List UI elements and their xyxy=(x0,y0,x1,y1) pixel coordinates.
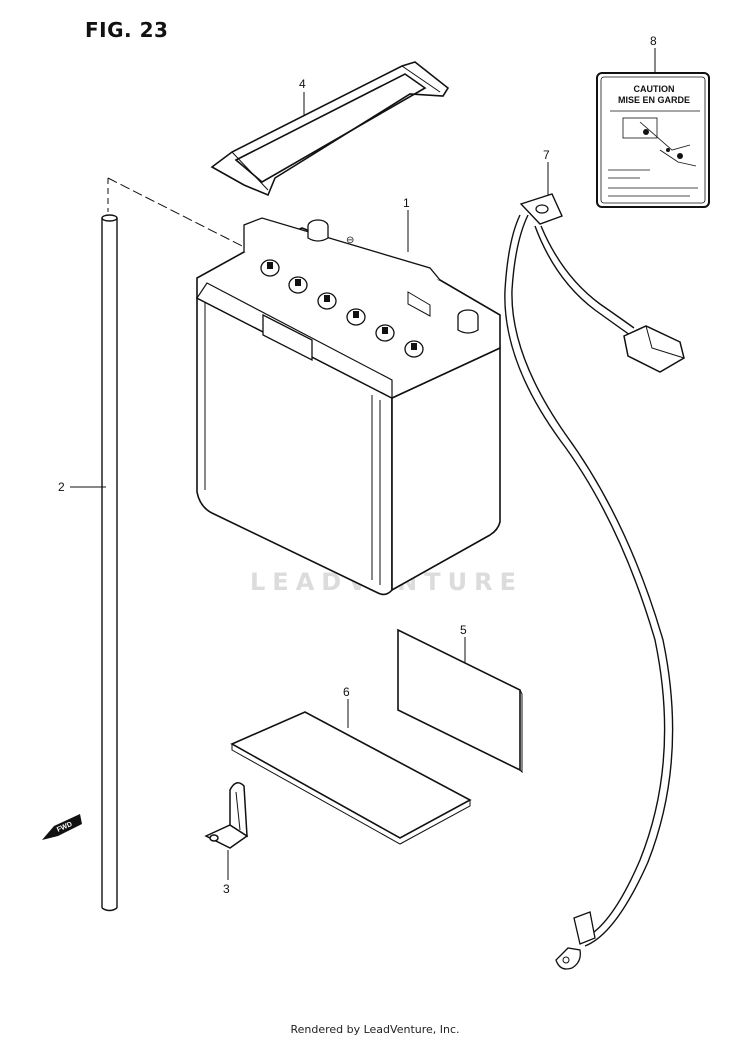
leader-lines xyxy=(70,48,656,880)
callout-7: 7 xyxy=(543,148,550,162)
caution-label-line1: CAUTION xyxy=(634,84,675,94)
part-5-pad xyxy=(397,628,523,774)
terminal-minus: ⊖ xyxy=(346,235,354,246)
part-7-battery-cable xyxy=(504,193,685,970)
callout-3: 3 xyxy=(223,882,230,896)
part-1-battery: ⊖ xyxy=(196,217,501,596)
part-6-tray-sheet xyxy=(230,711,472,845)
part-3-clamp xyxy=(204,782,249,849)
callout-1: 1 xyxy=(403,196,410,210)
callout-8: 8 xyxy=(650,34,657,48)
callout-4: 4 xyxy=(299,77,306,91)
callout-2: 2 xyxy=(58,480,65,494)
part-8-caution-label: CAUTION MISE EN GARDE xyxy=(596,72,710,208)
part-4-battery-strap xyxy=(210,61,450,197)
footer-credit: Rendered by LeadVenture, Inc. xyxy=(290,1023,460,1036)
figure-title: FIG. 23 xyxy=(85,18,169,42)
callouts: 8 7 4 1 2 5 6 3 xyxy=(58,34,657,896)
caution-label-line2: MISE EN GARDE xyxy=(618,95,690,105)
callout-6: 6 xyxy=(343,685,350,699)
callout-5: 5 xyxy=(460,623,467,637)
part-2-breather-tube xyxy=(101,177,251,912)
fwd-arrow: FWD xyxy=(42,814,82,840)
